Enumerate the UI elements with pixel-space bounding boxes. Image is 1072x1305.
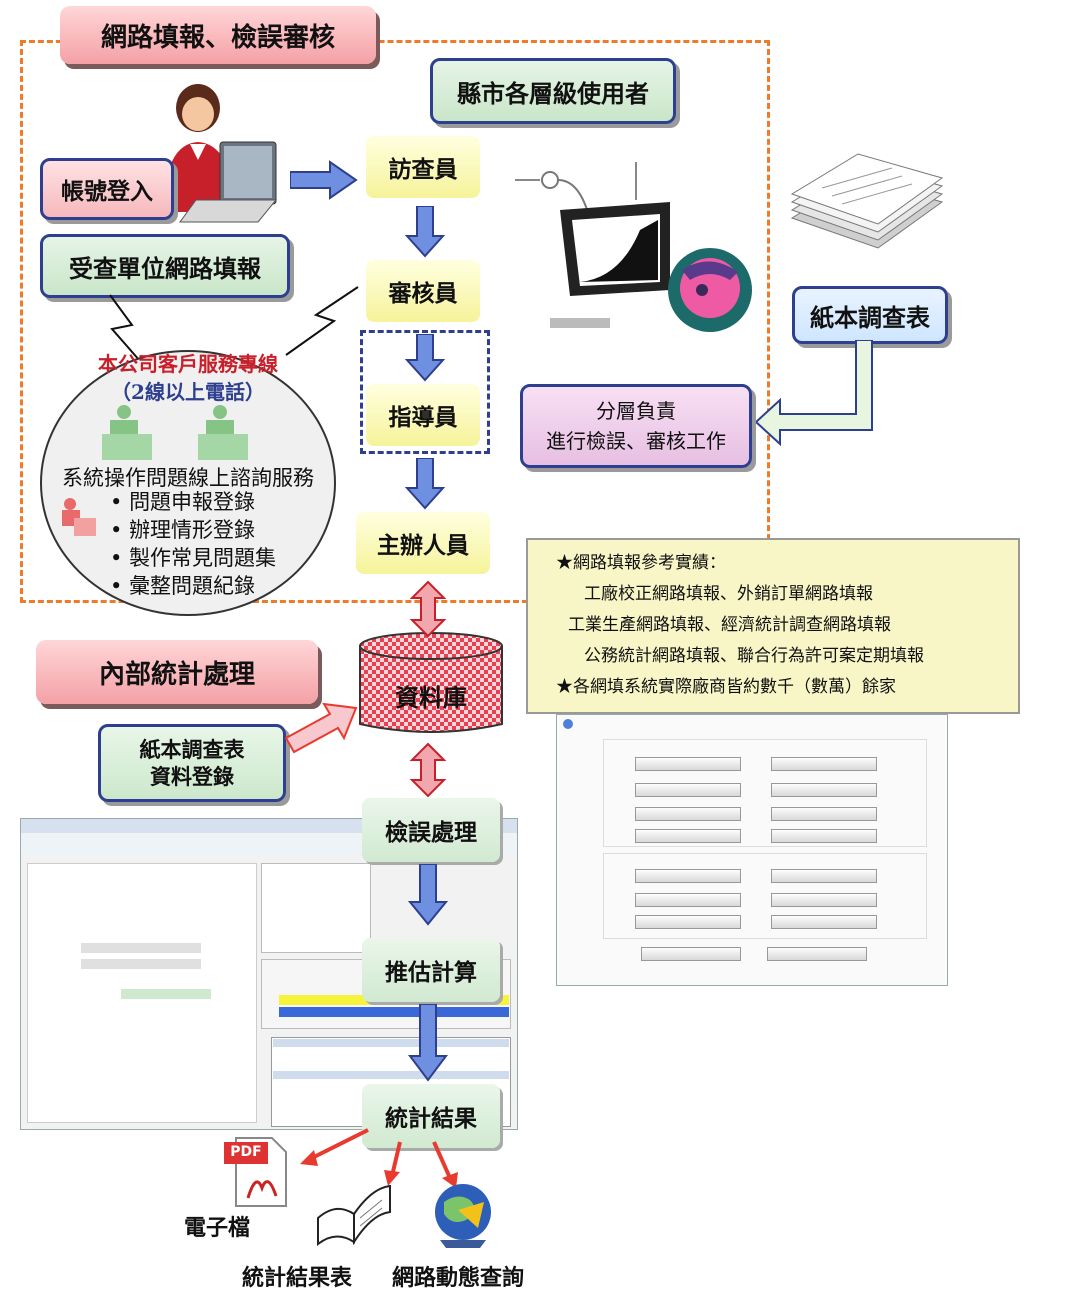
service-item: • 問題申報登錄 — [110, 490, 256, 514]
paper-entry-line-1: 紙本調查表 — [139, 736, 245, 762]
service-circle — [40, 350, 336, 616]
paper-entry-box: 紙本調查表 資料登錄 — [98, 724, 286, 802]
login-box: 帳號登入 — [40, 158, 174, 220]
reference-line: ★各網填系統實際廠商皆約數千（數萬）餘家 — [556, 677, 896, 697]
step-result: 統計結果 — [362, 1084, 500, 1148]
service-item: • 辦理情形登錄 — [110, 518, 256, 542]
role-supervisor: 指導員 — [366, 384, 480, 446]
book-icon — [317, 1184, 391, 1246]
online-section-title: 網路填報、檢誤審核 — [60, 6, 376, 64]
reference-line: ★網路填報參考實績： — [556, 553, 726, 573]
layered-line-1: 分層負責 — [596, 399, 676, 423]
service-agent-icon — [62, 498, 96, 536]
paper-entry-line-2: 資料登錄 — [150, 764, 234, 789]
database-label: 資料庫 — [395, 683, 467, 712]
arrow-paper-to-database — [284, 702, 358, 754]
double-arrow-organizer-database — [409, 580, 447, 638]
respondent-fill-box: 受查單位網路填報 — [40, 234, 290, 298]
role-organizer: 主辦人員 — [356, 512, 490, 574]
layered-line-2: 進行檢誤、審核工作 — [546, 429, 726, 453]
service-title: 本公司客戶服務專線 — [98, 352, 278, 376]
role-reviewer: 審核員 — [366, 260, 480, 322]
pdf-file-icon — [224, 1137, 287, 1207]
service-subtitle: （2線以上電話） — [111, 380, 265, 404]
service-items: • 問題申報登錄 • 辦理情形登錄 • 製作常見問題集 • 彙整問題紀錄 — [110, 488, 276, 600]
pdf-label: PDF — [230, 1144, 262, 1160]
options-window — [556, 714, 948, 986]
arrow-check-to-estimate — [408, 864, 448, 926]
double-arrow-database-check — [409, 742, 447, 798]
step-estimate: 推估計算 — [362, 938, 500, 1002]
arrow-to-surveyor — [290, 160, 358, 200]
output-electronic-file: 電子檔 — [184, 1215, 251, 1241]
person-laptop-icon — [164, 84, 278, 223]
globe-query-icon — [435, 1184, 491, 1248]
paper-form-box: 紙本調查表 — [792, 286, 948, 344]
output-arrows — [300, 1128, 458, 1188]
reference-line: 工廠校正網路填報、外銷訂單網路填報 — [584, 584, 873, 604]
monitor-operator-icon — [515, 162, 752, 332]
output-result-table: 統計結果表 — [242, 1265, 353, 1291]
lightning-lines — [109, 286, 359, 362]
service-item: • 彙整問題紀錄 — [110, 574, 256, 598]
user-tiers-box: 縣市各層級使用者 — [430, 58, 676, 124]
service-heading: 系統操作問題線上諮詢服務 — [62, 466, 314, 490]
arrow-down-1 — [405, 206, 445, 258]
database-icon — [359, 632, 503, 733]
internal-section-title: 內部統計處理 — [36, 640, 318, 704]
output-online-query: 網路動態查詢 — [392, 1265, 525, 1291]
service-desk-icons — [102, 405, 248, 460]
arrow-down-2 — [405, 334, 445, 382]
reference-line: 公務統計網路填報、聯合行為許可案定期填報 — [584, 646, 924, 666]
online-section-frame — [20, 40, 770, 603]
reference-line: 工業生產網路填報、經濟統計調查網路填報 — [568, 615, 891, 635]
arrow-down-3 — [405, 458, 445, 510]
role-surveyor: 訪查員 — [366, 136, 480, 198]
supervisor-dashed-frame — [360, 330, 490, 454]
reference-note: ★網路填報參考實績： 工廠校正網路填報、外銷訂單網路填報 工業生產網路填報、經濟… — [526, 538, 1020, 714]
paper-stack-icon — [790, 153, 944, 249]
arrow-estimate-to-result — [408, 1004, 448, 1082]
layered-responsibility-box: 分層負責 進行檢誤、審核工作 — [520, 384, 752, 468]
arrow-paper-to-layered — [754, 340, 873, 447]
step-check: 檢誤處理 — [362, 798, 500, 862]
service-item: • 製作常見問題集 — [110, 546, 277, 570]
